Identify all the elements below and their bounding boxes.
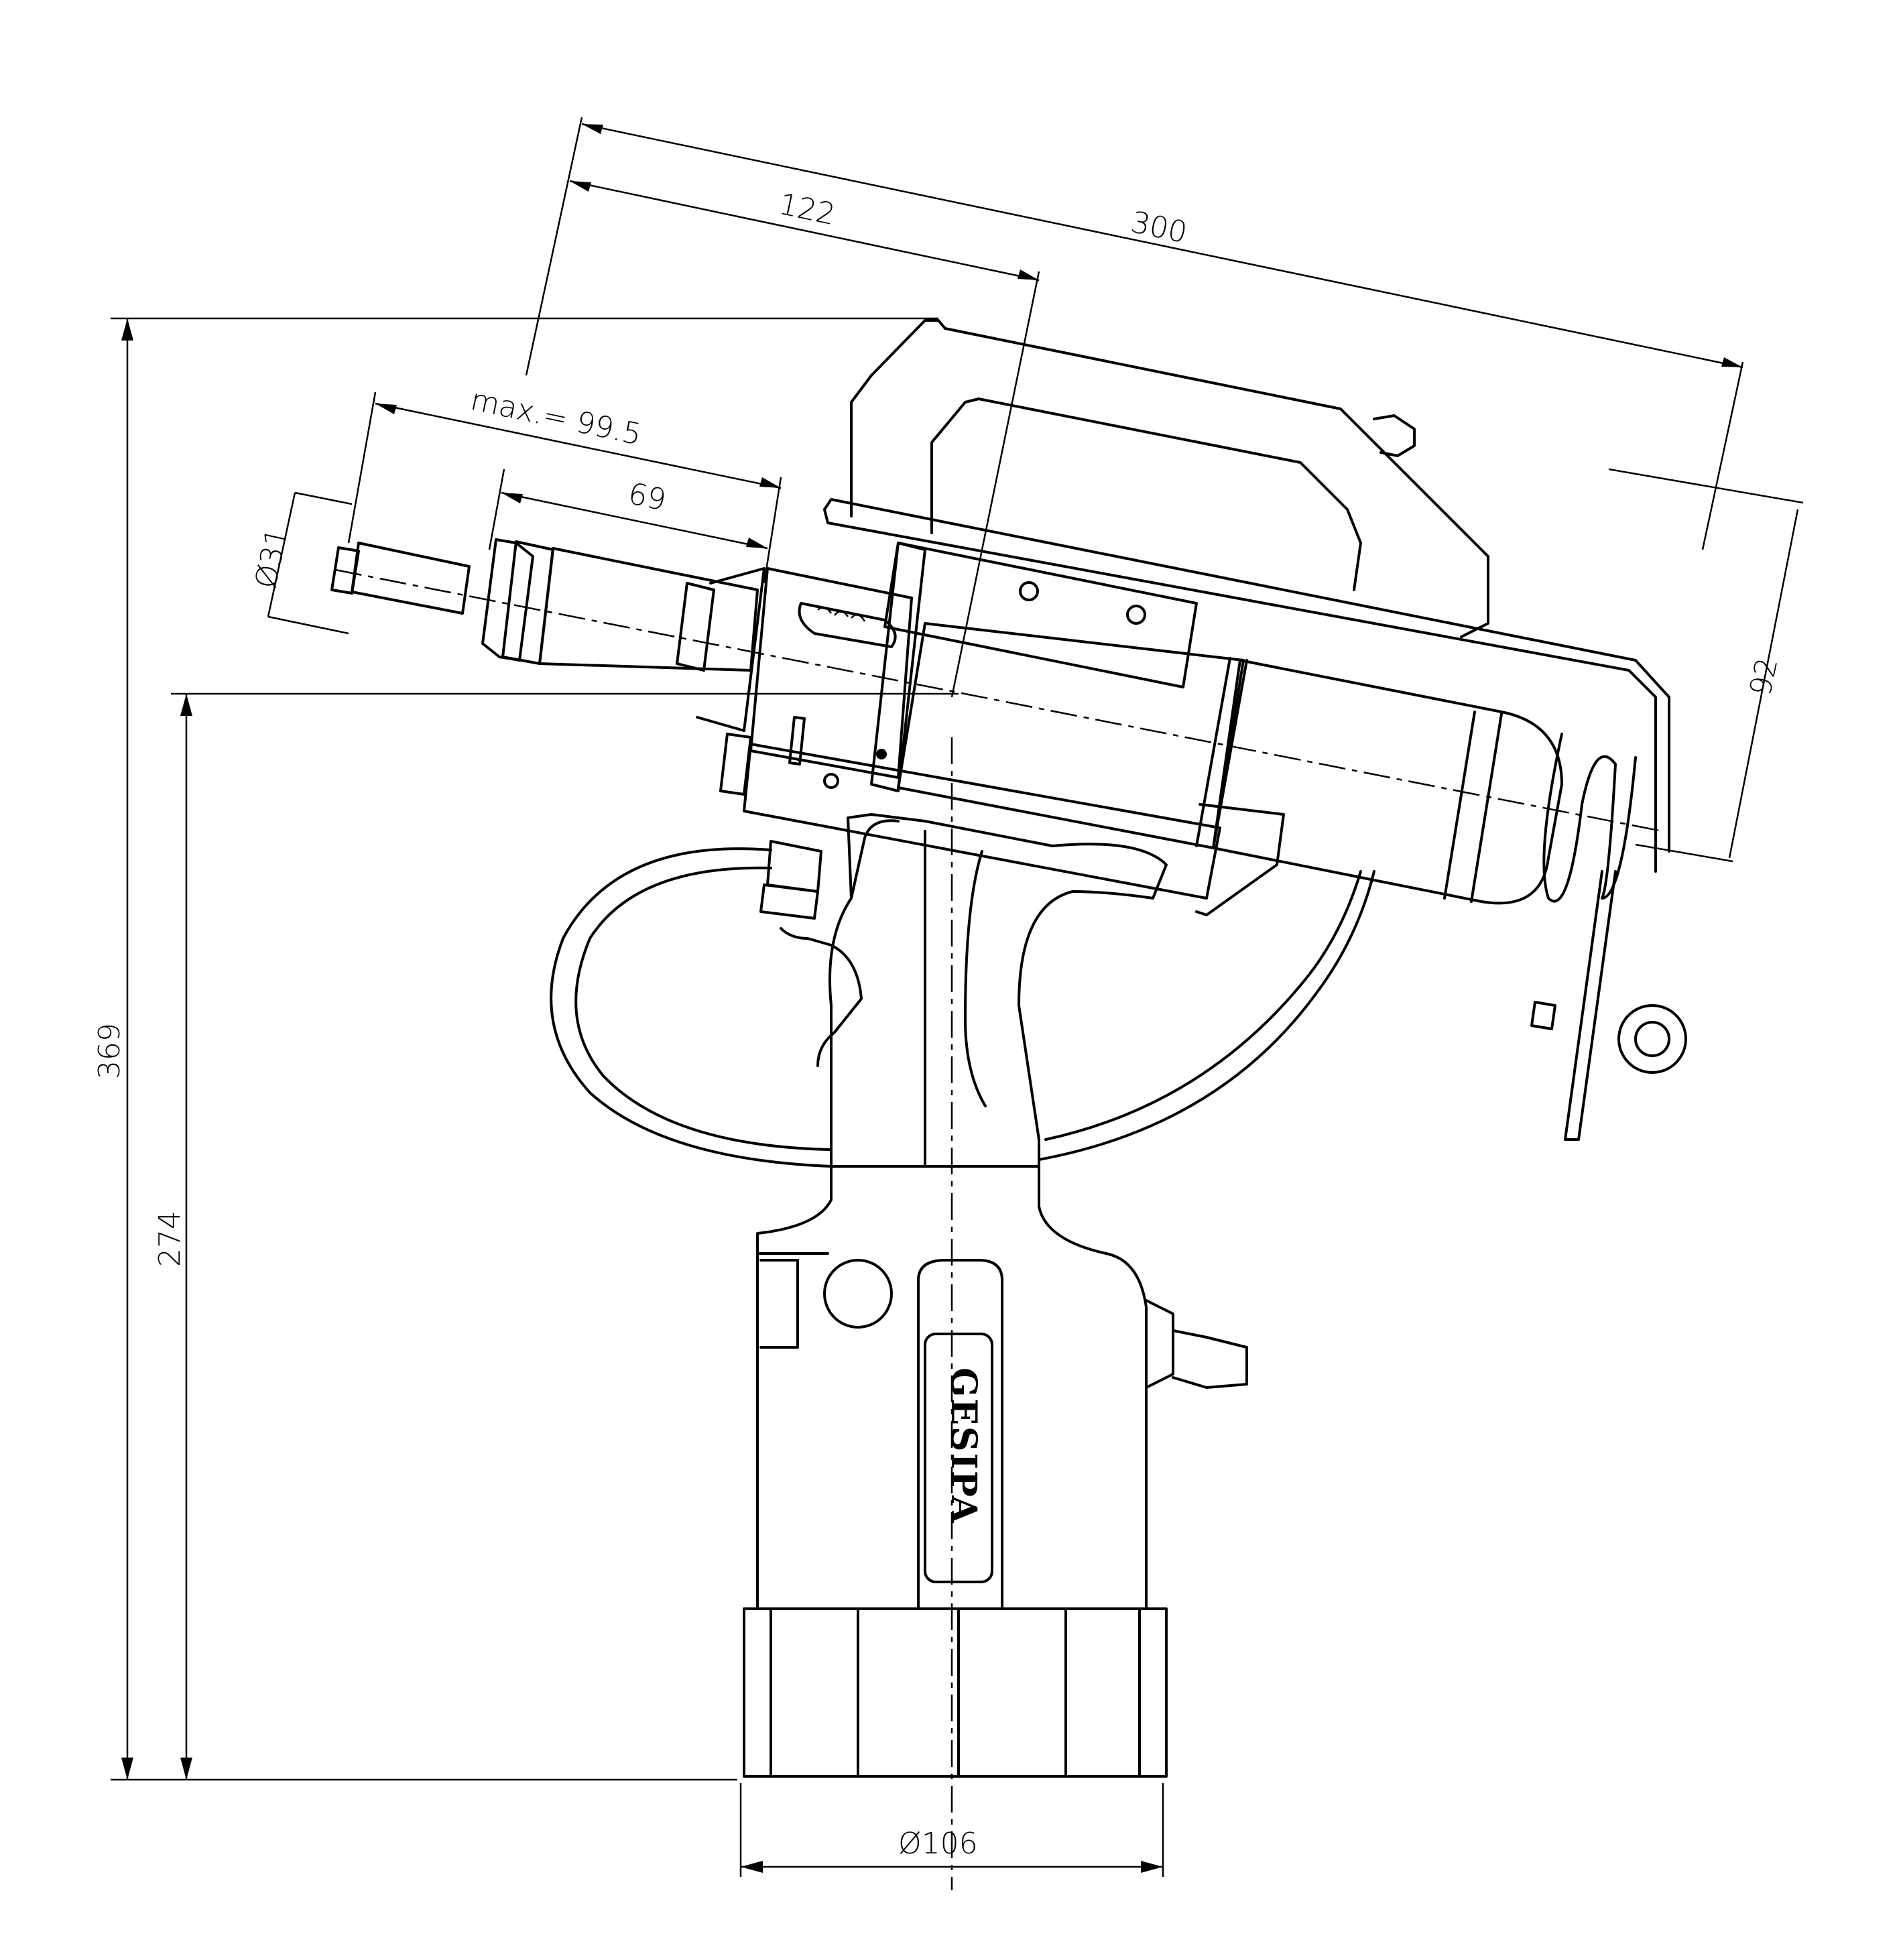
rivet-tool: GESIPA bbox=[330, 319, 1687, 1778]
dimension-lines bbox=[111, 117, 1804, 1877]
dim-grip-height: 274 bbox=[153, 1211, 187, 1267]
dim-overall-height: 369 bbox=[93, 1023, 127, 1079]
dim-handle-offset: 122 bbox=[776, 187, 839, 232]
dim-base-diameter: Ø106 bbox=[898, 1827, 978, 1861]
brand-logo-text: GESIPA bbox=[943, 1367, 984, 1524]
dim-nosepiece-diameter: Ø31 bbox=[249, 525, 295, 591]
dim-handle-height: 92 bbox=[1743, 655, 1785, 698]
dim-overall-length: 300 bbox=[1128, 205, 1190, 250]
center-lines bbox=[334, 568, 1663, 1890]
dim-nosepiece-length: 69 bbox=[625, 477, 669, 518]
